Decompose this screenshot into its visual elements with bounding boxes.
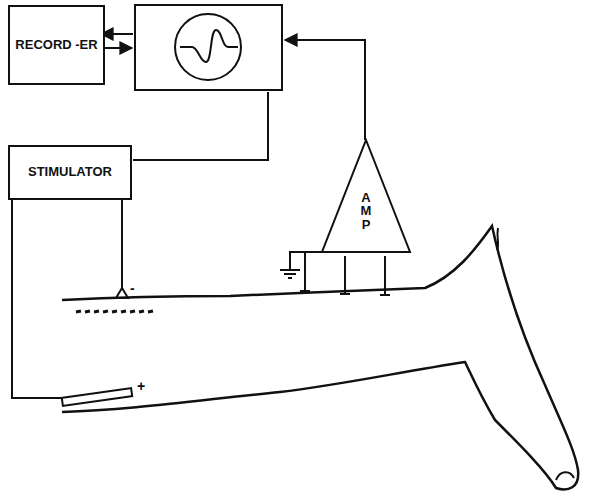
nerve-dash <box>103 311 108 312</box>
oscilloscope-screen <box>175 14 241 80</box>
wire <box>101 33 133 35</box>
stimulator-box: STIMULATOR <box>8 145 132 200</box>
ankle-mark <box>497 228 498 250</box>
nerve-dashes <box>76 311 153 312</box>
nerve-dash <box>121 311 126 312</box>
cathode-wire <box>121 200 123 290</box>
ground-symbol <box>288 277 292 279</box>
oscilloscope-box <box>135 5 282 90</box>
recording-electrode <box>380 294 390 296</box>
anode-wire <box>12 200 62 398</box>
nerve-dash <box>148 311 153 312</box>
nerve-dash <box>139 311 144 312</box>
recording-electrode <box>340 293 350 295</box>
ground-symbol <box>280 269 300 271</box>
anode-bar-electrode <box>62 388 132 406</box>
polarity-sign: + <box>137 378 145 394</box>
amp-output-wire <box>285 40 365 140</box>
recording-electrode <box>344 256 346 294</box>
recorder-box: RECORD -ER <box>8 5 105 85</box>
ground-symbol <box>284 273 296 275</box>
nerve-dash <box>130 311 135 312</box>
node-label: A M P <box>360 191 373 232</box>
waveform <box>180 30 238 62</box>
nerve-dash <box>112 311 117 312</box>
toe-mark <box>556 472 574 480</box>
nerve-dash <box>85 311 90 312</box>
ground-electrode <box>304 252 306 291</box>
node-label: STIMULATOR <box>28 164 112 180</box>
node-label: RECORD -ER <box>15 37 97 53</box>
leg-outline <box>62 226 578 489</box>
nerve-dash <box>94 311 99 312</box>
triangle-outline <box>322 140 410 252</box>
polarity-sign: - <box>130 280 135 296</box>
amplifier-triangle: A M P <box>320 138 412 254</box>
trigger-wire <box>133 92 268 160</box>
nerve-dash <box>76 311 81 312</box>
ground-wire <box>290 252 323 270</box>
